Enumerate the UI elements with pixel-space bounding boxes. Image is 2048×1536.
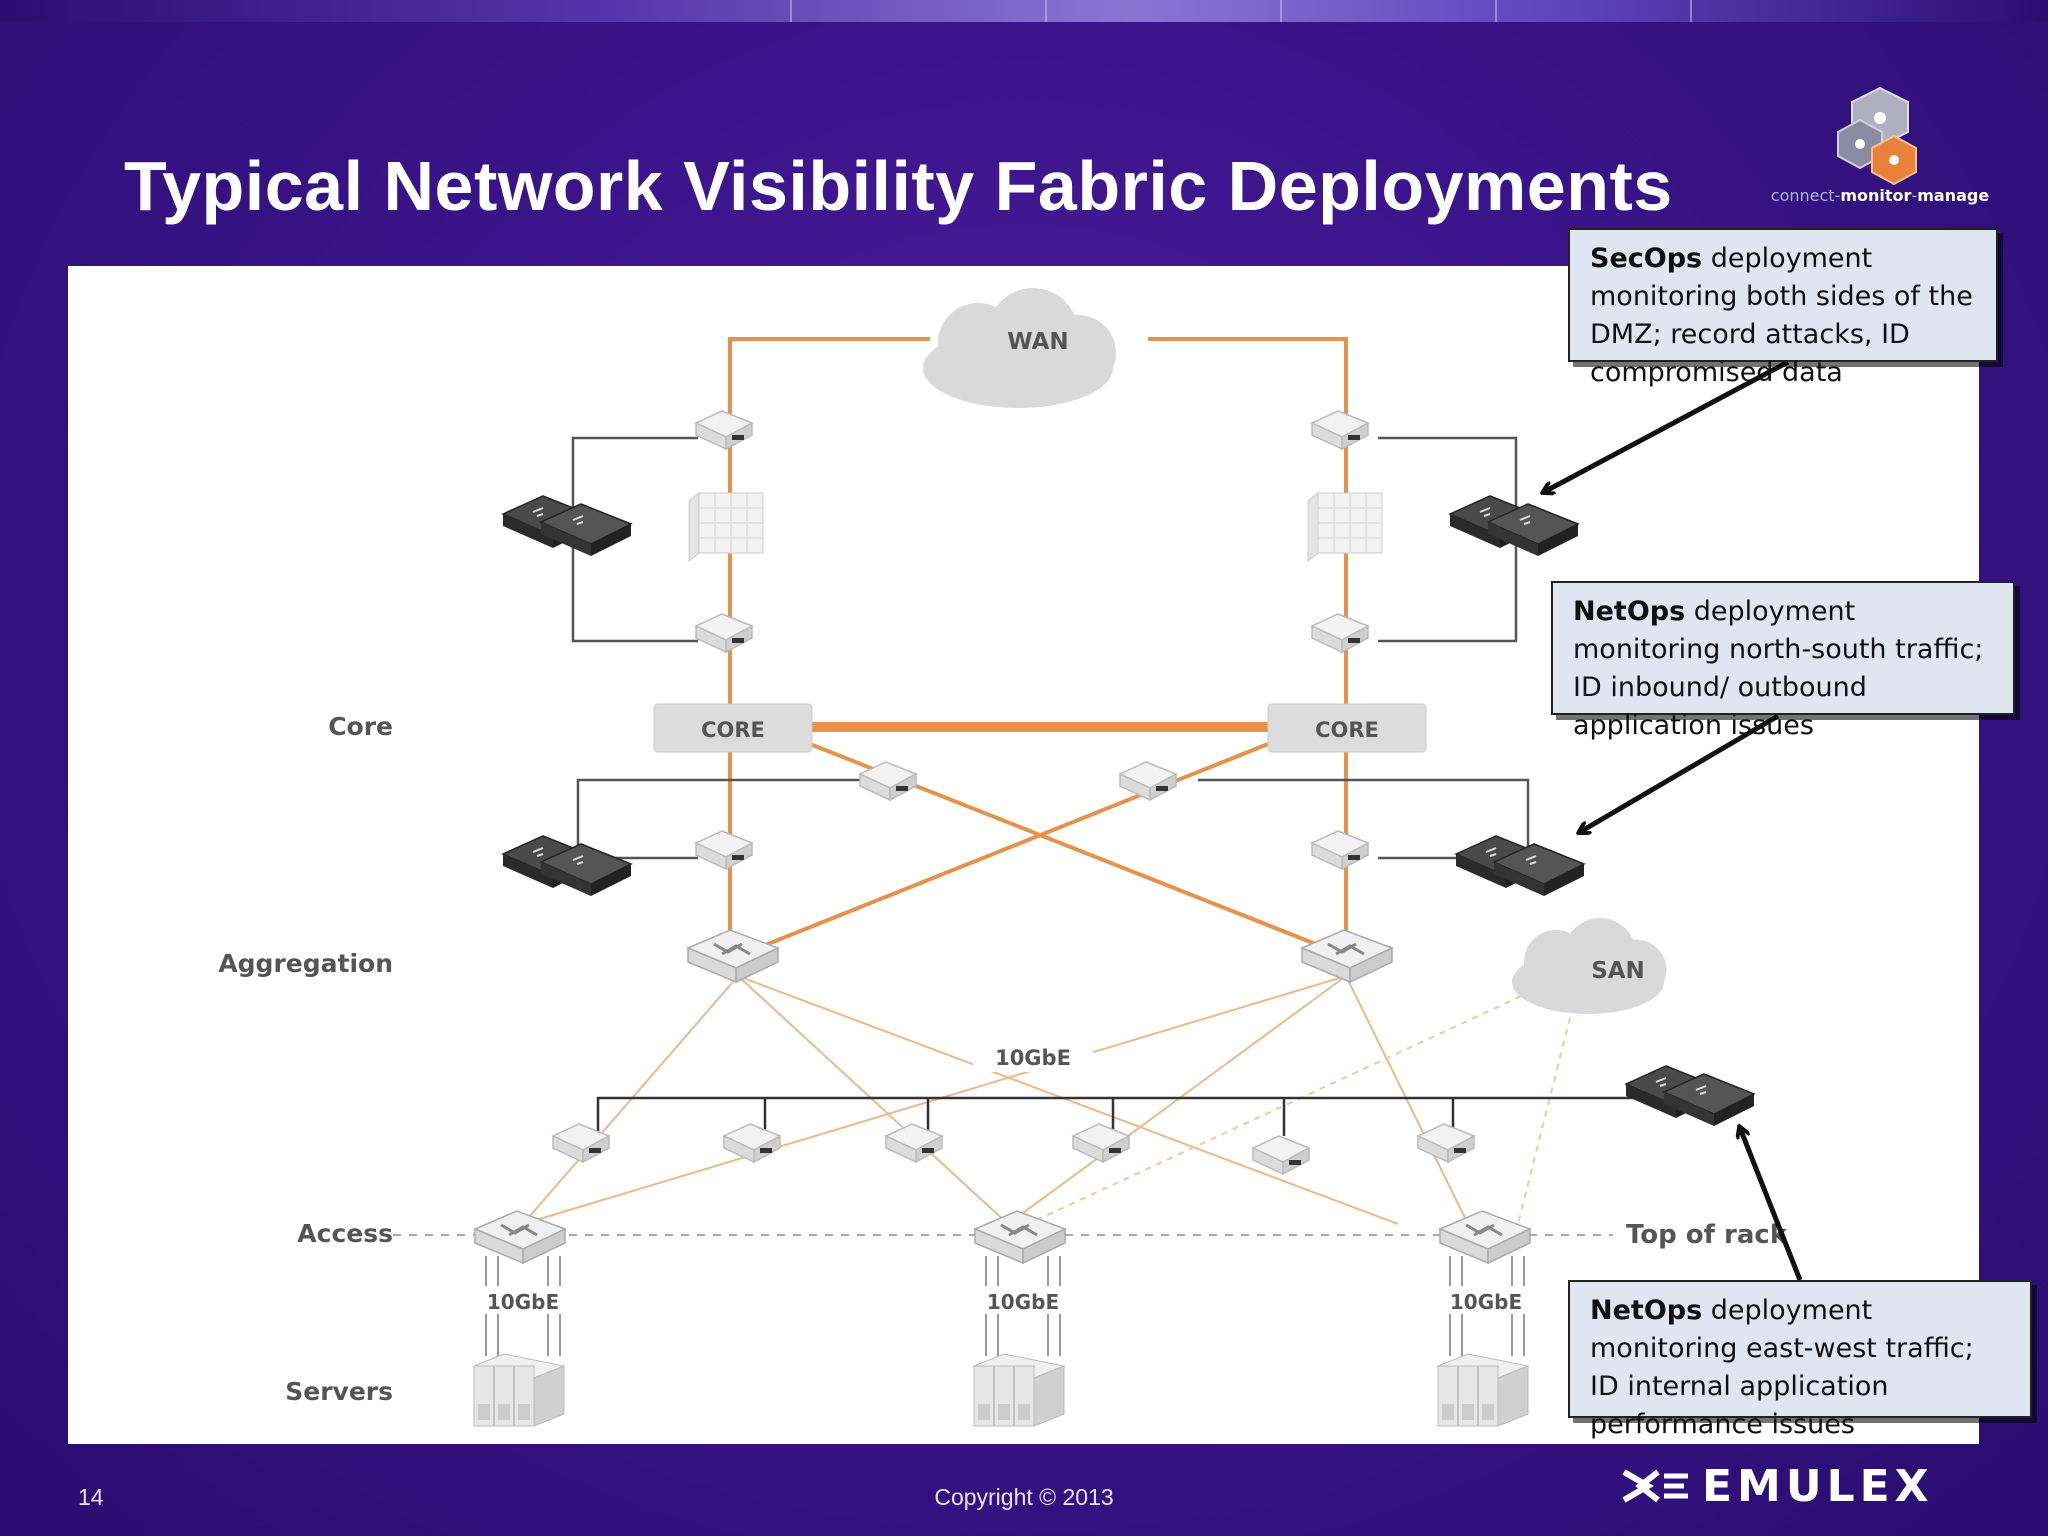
wan-label: WAN	[1007, 329, 1068, 355]
diagram-panel: WAN 10GbE	[68, 266, 1979, 1444]
agg-switch-right	[1300, 928, 1394, 984]
firewall-right	[1307, 492, 1383, 562]
agg-switch-left	[686, 928, 780, 984]
callout-netops-ew: NetOps deployment monitoring east-west t…	[1568, 1280, 2032, 1440]
appliance-ew	[1625, 1065, 1755, 1127]
network-diagram: WAN 10GbE	[393, 288, 1803, 1427]
logo-tagline: connect-monitor-manage	[1770, 186, 1990, 205]
wan-link-left	[728, 337, 930, 727]
tap-wan-right-top	[1311, 410, 1369, 450]
tap-ew-6	[1417, 1123, 1475, 1163]
callout-netops-ew-heading: NetOps	[1590, 1295, 1703, 1326]
tier-label-servers: Servers	[285, 1377, 393, 1406]
tap-cross-right	[1119, 761, 1177, 801]
tap-ns-left	[695, 830, 753, 870]
callout-secops: SecOps deployment monitoring both sides …	[1568, 228, 1998, 388]
core-box-left-label: CORE	[701, 718, 765, 742]
san-label: SAN	[1591, 958, 1645, 984]
tap-ew-2	[723, 1123, 781, 1163]
emulex-wordmark: EMULEX	[1702, 1460, 1934, 1512]
appliance-dmz-right	[1449, 495, 1579, 557]
access-switch-left	[473, 1209, 567, 1265]
access-switch-right	[1438, 1209, 1532, 1265]
tap-ew-1	[552, 1123, 610, 1163]
arrow-netops-ew	[1740, 1128, 1803, 1281]
core-box-right-label: CORE	[1315, 718, 1379, 742]
appliance-dmz-left	[502, 495, 632, 557]
ns-link-right	[1198, 778, 1530, 860]
tap-wan-left-bottom	[695, 613, 753, 653]
core-box-left	[653, 703, 813, 753]
page-number: 14	[78, 1484, 104, 1510]
san-link-2	[1517, 1005, 1574, 1225]
arrow-secops	[1544, 359, 1790, 492]
tap-wan-right-bottom	[1311, 613, 1369, 653]
appliance-ns-right	[1455, 835, 1585, 897]
server-rack-mid	[973, 1353, 1065, 1427]
callout-netops-ew-text: deployment monitoring east-west traffic;…	[1590, 1295, 1974, 1440]
srv-10gbe-left: 10GbE	[487, 1290, 559, 1314]
ns-link-left	[576, 778, 878, 860]
agg-10gbe-label: 10GbE	[995, 1046, 1071, 1070]
top-of-rack-label: Top of rack	[1626, 1220, 1788, 1250]
tap-wan-left-top	[695, 410, 753, 450]
callout-netops-ns-heading: NetOps	[1573, 596, 1686, 627]
top-banner	[0, 0, 2048, 22]
callout-netops-ns-text: deployment monitoring north-south traffi…	[1573, 596, 1984, 741]
agg-label-bg	[973, 1040, 1093, 1072]
tier-label-core: Core	[328, 712, 393, 741]
core-agg-cross-2	[737, 742, 1269, 958]
server-rack-right	[1437, 1353, 1529, 1427]
copyright: Copyright © 2013	[934, 1484, 1114, 1510]
wan-link-right	[1148, 337, 1348, 727]
callout-secops-text: deployment monitoring both sides of the …	[1590, 243, 1973, 388]
srv-10gbe-right: 10GbE	[1450, 1290, 1522, 1314]
arrow-netops-ns	[1580, 713, 1780, 832]
callout-secops-heading: SecOps	[1590, 243, 1703, 274]
firewall-left	[688, 492, 764, 562]
tap-ew-4	[1072, 1123, 1130, 1163]
appliance-ns-left	[502, 835, 632, 897]
server-rack-left	[473, 1353, 565, 1427]
tap-ns-right	[1311, 830, 1369, 870]
emulex-mark-icon	[1622, 1469, 1688, 1503]
ew-tap-bus	[596, 1096, 1683, 1136]
san-link-1	[1027, 985, 1544, 1225]
tap-ew-5	[1252, 1135, 1310, 1175]
agg-access-links	[522, 975, 1469, 1225]
tier-label-access: Access	[297, 1219, 393, 1248]
slide-title: Typical Network Visibility Fabric Deploy…	[124, 147, 1673, 225]
access-switch-mid	[973, 1209, 1067, 1265]
core-box-right	[1267, 703, 1427, 753]
srv-10gbe-mid: 10GbE	[987, 1290, 1059, 1314]
callout-netops-ns: NetOps deployment monitoring north-south…	[1551, 581, 2015, 741]
connect-monitor-manage-logo	[1770, 80, 1990, 210]
tier-label-aggregation: Aggregation	[218, 949, 393, 978]
emulex-logo: EMULEX	[1620, 1456, 1934, 1516]
